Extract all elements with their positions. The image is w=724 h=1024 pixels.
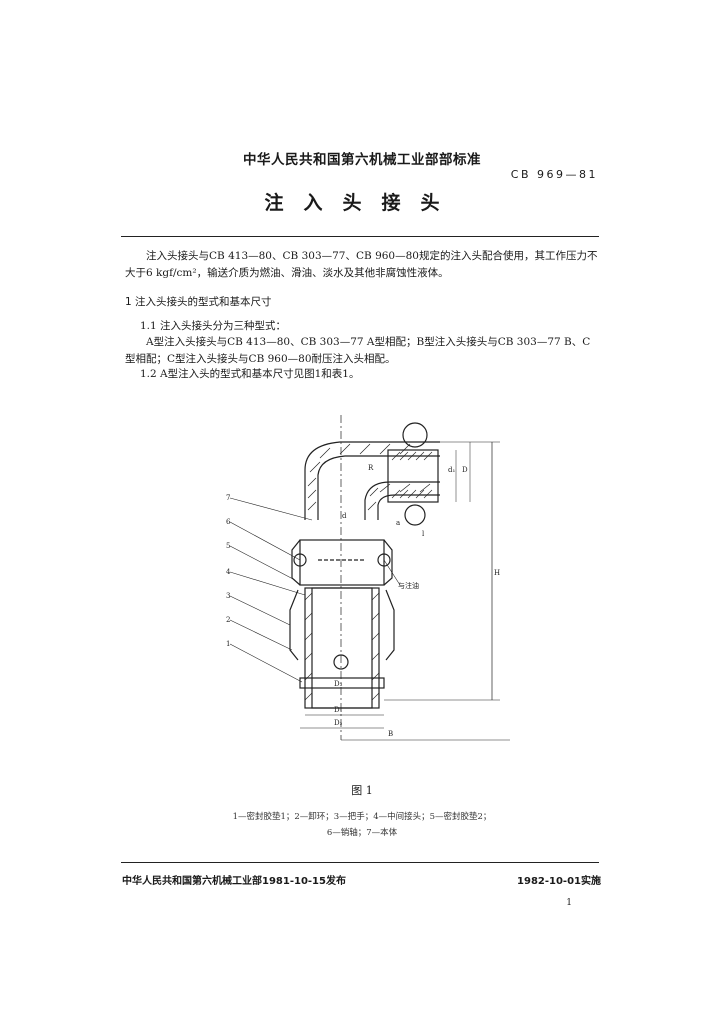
elbow-flange [387, 449, 439, 503]
tube-hatching [304, 592, 380, 701]
issuing-authority: 中华人民共和国第六机械工业部部标准 [243, 152, 481, 168]
intro-paragraph: 注入头接头与CB 413—80、CB 303—77、CB 960—80规定的注入… [125, 250, 598, 279]
leader-5 [229, 545, 296, 581]
elbow-bore-outer [317, 455, 440, 520]
upper-port-circle [402, 422, 428, 448]
dim-D3-label: D₃ [334, 680, 343, 688]
effective-date: 1982-10-01实施 [517, 876, 601, 887]
leader-1 [229, 643, 303, 683]
dim-R-label: R [368, 464, 374, 472]
bottom-gasket [299, 677, 385, 689]
leader-3 [229, 595, 291, 626]
dim-B-label: B [388, 730, 393, 738]
figure-legend-line-2: 6—销轴；7—本体 [326, 828, 398, 838]
leader-2 [229, 619, 293, 651]
footer-rule [121, 862, 599, 863]
dim-d-inner-label: d [342, 512, 347, 520]
coupling-lugs [291, 539, 393, 586]
leader-6 [229, 521, 301, 561]
dim-d1-label: d₁ [448, 466, 455, 474]
callout-7: 7 [226, 494, 230, 502]
handles [289, 589, 395, 661]
standard-number: CB 969—81 [510, 168, 598, 181]
callout-5: 5 [226, 542, 230, 550]
figure-caption: 图 1 [351, 784, 373, 797]
figure-1-drawing: 7 6 5 4 3 2 1 与注油 H B D₁ D₂ D₃ d d₁ D R … [226, 415, 510, 741]
dim-D1-label: D₁ [334, 706, 343, 714]
clause-1-2: 1.2 A型注入头的型式和基本尺寸见图1和表1。 [140, 368, 360, 380]
callout-1: 1 [226, 640, 230, 648]
lower-tube-bore [311, 587, 373, 709]
right-pin-circle [377, 553, 391, 567]
dim-l-label: l [422, 530, 425, 538]
dim-H-label: H [494, 569, 500, 577]
page-number: 1 [566, 898, 572, 908]
callout-4: 4 [226, 568, 231, 576]
callout-right-label: 与注油 [398, 581, 419, 590]
elbow-hatching [307, 443, 431, 511]
left-pin-circle [293, 553, 307, 567]
dim-D2-label: D₂ [334, 719, 343, 727]
elbow-outer-line [304, 441, 440, 520]
coupling-block [299, 539, 385, 586]
clause-1-1: 1.1 注入头接头分为三种型式： [140, 320, 287, 332]
lower-tube [304, 587, 380, 709]
publish-date: 中华人民共和国第六机械工业部1981-10-15发布 [122, 876, 346, 887]
lower-port-circle [404, 504, 426, 526]
document-title: 注入头接头 [264, 192, 460, 214]
header-rule [121, 236, 599, 237]
dim-D-label: D [462, 466, 468, 474]
dim-a-label: a [396, 519, 400, 527]
callout-2: 2 [226, 616, 230, 624]
leader-right [383, 559, 401, 586]
leader-7 [229, 497, 313, 521]
figure-legend-line-1: 1—密封胶垫1；2—卸环；3—把手；4—中间接头；5—密封胶垫2； [232, 812, 492, 822]
elbow-bore-inner [364, 481, 440, 520]
section-1-heading: 1 注入头接头的型式和基本尺寸 [125, 296, 272, 308]
leader-4 [229, 571, 306, 596]
clause-1-1-body: A型注入头接头与CB 413—80、CB 303—77 A型相配；B型注入头接头… [125, 336, 591, 365]
callout-3: 3 [226, 592, 230, 600]
flange-hatching [391, 451, 433, 499]
callout-6: 6 [226, 518, 231, 526]
